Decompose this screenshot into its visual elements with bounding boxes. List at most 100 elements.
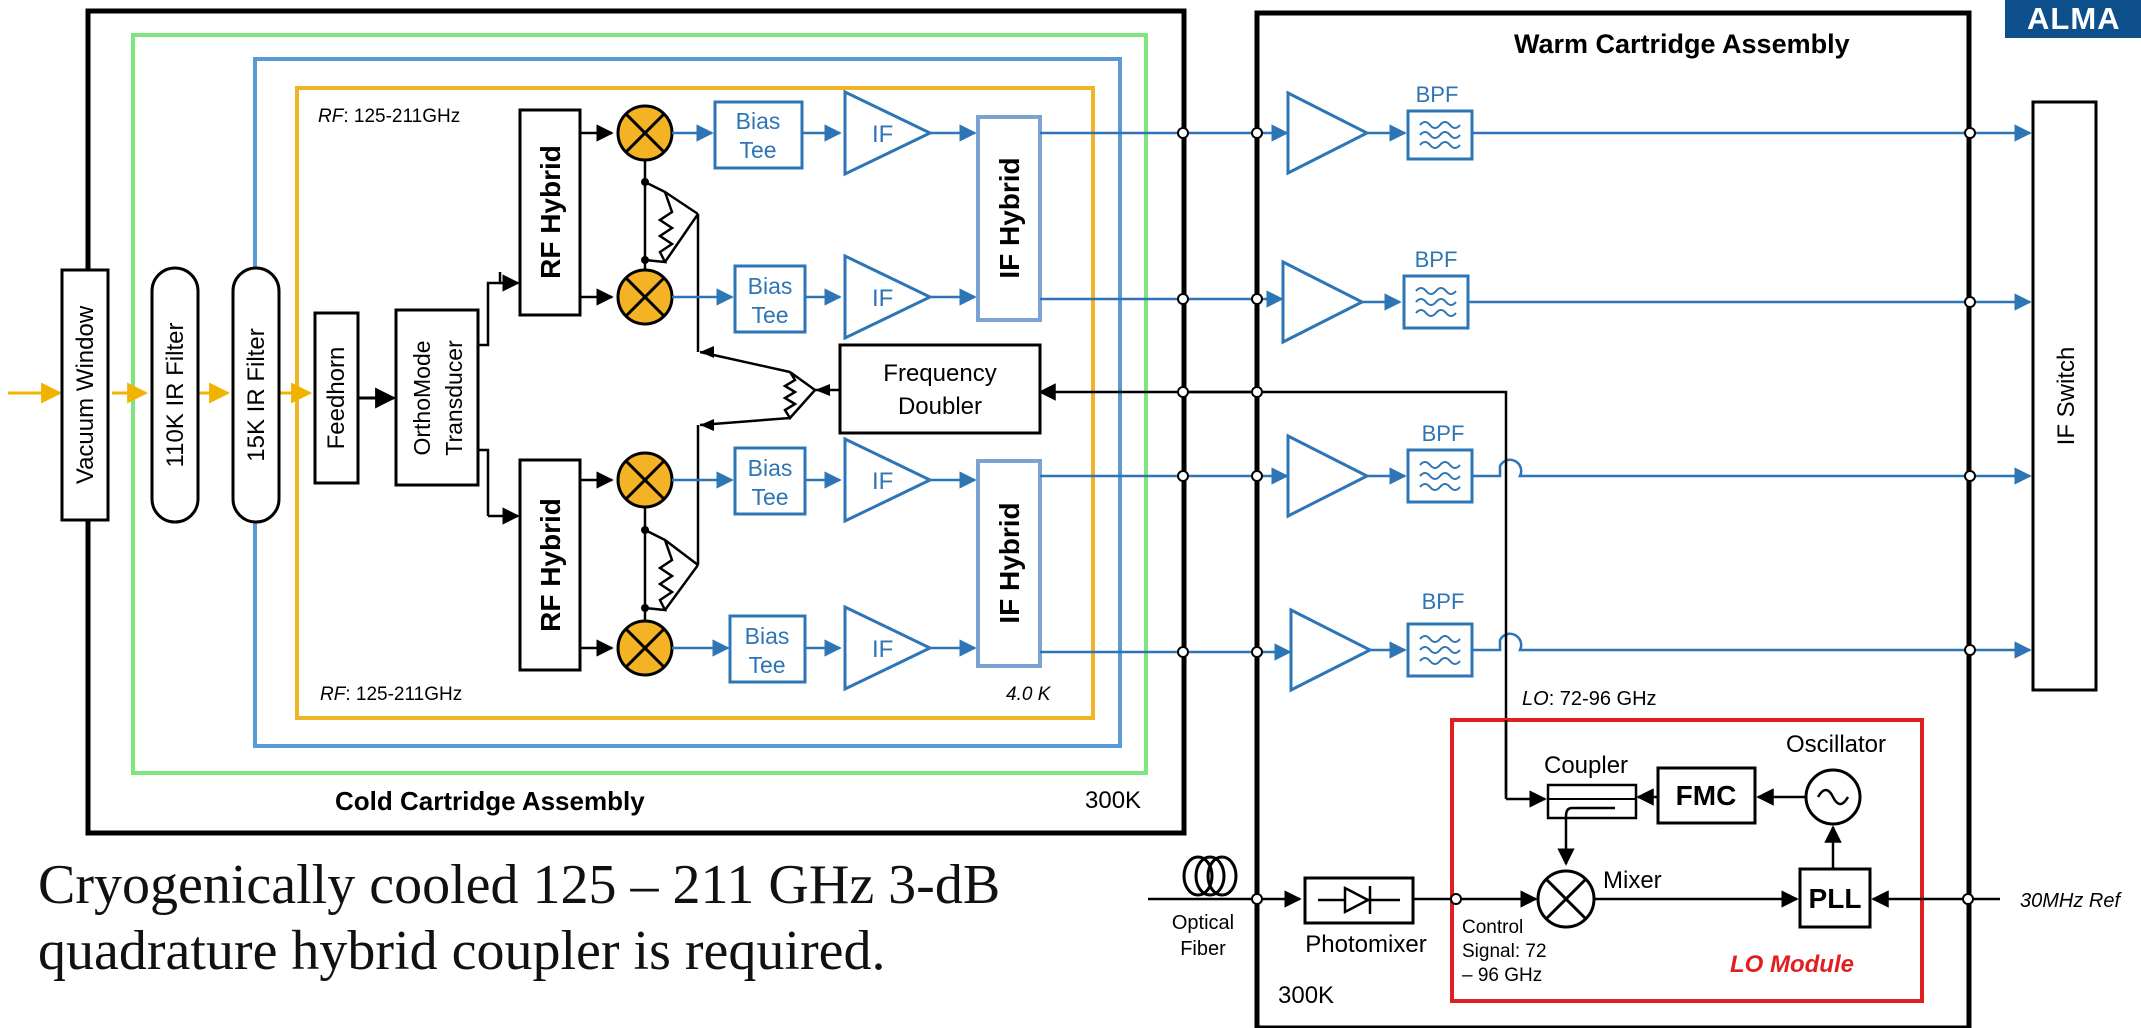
lo-splitter-arrow-top [700, 346, 714, 358]
fmc-box [1656, 766, 1757, 825]
rf-range-top: RF: 125-211GHz [318, 106, 460, 127]
bias-tee-3-label-2: Tee [751, 484, 788, 510]
caption-line-1: Cryogenically cooled 125 – 211 GHz 3-dB [38, 854, 1001, 916]
lo-module-title: LO Module [1730, 951, 1854, 978]
if-output-junctions [1177, 127, 1976, 658]
bpf-2-label: BPF [1415, 247, 1458, 272]
bias-tee-3-label-1: Bias [748, 455, 793, 481]
if-hybrid-bottom-label: IF Hybrid [994, 502, 1025, 623]
rf-hybrid-top-label: RF Hybrid [535, 145, 566, 279]
bias-tee-1: Bias Tee [713, 100, 804, 170]
bpf-1-label: BPF [1416, 82, 1459, 107]
bias-tee-4-label-2: Tee [748, 652, 785, 678]
lo-feed-junctions [1177, 386, 1263, 398]
mixer-cold-2 [616, 268, 674, 326]
fiber-junction [1251, 893, 1263, 905]
warm-assembly-temp: 300K [1278, 982, 1334, 1009]
if-chain-lines [672, 124, 977, 657]
feedhorn-label: Feedhorn [323, 347, 350, 450]
bpf-2: BPF [1402, 247, 1470, 330]
if-amp-3: IF [843, 436, 934, 524]
cold-assembly-title: Cold Cartridge Assembly [335, 786, 645, 816]
rf-hybrid-bottom [518, 458, 582, 672]
bias-tee-1-label-1: Bias [736, 108, 781, 134]
warm-assembly-title: Warm Cartridge Assembly [1514, 29, 1850, 59]
omt [394, 308, 480, 487]
ir-filter-110k [150, 266, 200, 524]
warm-amp-3 [1286, 433, 1371, 519]
warm-amp-1 [1286, 90, 1371, 176]
mixer-cold-3 [616, 451, 674, 509]
stage-110k-border [131, 33, 1148, 775]
warm-assembly-frame [1254, 10, 1972, 1028]
control-signal-label-2: Signal: 72 [1462, 941, 1547, 962]
ir-filter-110k-label: 110K IR Filter [162, 323, 189, 468]
if-amp-2-label: IF [872, 285, 893, 312]
pll-label: PLL [1809, 883, 1862, 914]
mixer-cold-1 [616, 104, 674, 162]
photomixer-label: Photomixer [1305, 931, 1426, 958]
bias-tee-2-label-2: Tee [751, 302, 788, 328]
lo-distribution-cold [643, 156, 840, 625]
vacuum-window-label: Vacuum Window [72, 305, 99, 484]
ref-label: 30MHz Ref [2020, 890, 2122, 912]
lo-mixer-symbol [1536, 869, 1596, 929]
if-switch-label: IF Switch [2053, 347, 2080, 446]
if-amp-1: IF [843, 89, 934, 177]
frequency-doubler-label-1: Frequency [883, 360, 996, 387]
ref-junction [1962, 893, 1974, 905]
fmc-label: FMC [1676, 780, 1737, 811]
omt-label-2: Transducer [441, 340, 467, 456]
if-output-lines [1040, 124, 2032, 661]
lo-module-frame [1450, 718, 1924, 1003]
if-amp-1-label: IF [872, 121, 893, 148]
if-hybrid-top [976, 115, 1042, 322]
photomixer-junction [1450, 893, 1462, 905]
lo-range-label: LO: 72-96 GHz [1522, 688, 1657, 710]
pll-box [1798, 867, 1872, 929]
ir-filter-15k-label: 15K IR Filter [243, 328, 270, 461]
coupler-box [1546, 783, 1638, 820]
if-switch [2031, 100, 2098, 692]
if-amp-4: IF [843, 604, 934, 692]
bias-tee-2: Bias Tee [733, 264, 807, 334]
if-amp-2: IF [843, 253, 934, 341]
caption: Cryogenically cooled 125 – 211 GHz 3-dB … [38, 852, 1000, 984]
bias-tee-2-label-1: Bias [748, 273, 793, 299]
lo-splitter-arrow-doubler [815, 384, 830, 396]
if-hybrid-bottom [976, 459, 1042, 668]
warm-amp-2 [1281, 259, 1366, 345]
bias-tee-1-label-2: Tee [739, 137, 776, 163]
bpf-1: BPF [1406, 82, 1474, 161]
if-amp-3-label: IF [872, 468, 893, 495]
optical-fiber-label-2: Fiber [1180, 938, 1226, 960]
cold-assembly-temp: 300K [1085, 787, 1141, 814]
alma-logo: ALMA [2005, 0, 2141, 38]
ir-filter-15k [231, 266, 281, 524]
bias-tee-3: Bias Tee [733, 446, 807, 516]
control-signal-label-1: Control [1462, 917, 1523, 938]
optical-fiber-icon [1182, 855, 1238, 897]
bias-tee-4: Bias Tee [728, 614, 807, 684]
mixer-lo-label: Mixer [1603, 867, 1662, 894]
bpf-3: BPF [1406, 421, 1474, 504]
oscillator-wave-icon [1816, 788, 1850, 806]
stage-temp-label: 4.0 K [1006, 684, 1052, 705]
feedhorn [313, 311, 360, 485]
omt-label-1: OrthoMode [409, 340, 435, 455]
omt-branches [478, 272, 520, 525]
frequency-doubler-label-2: Doubler [898, 393, 982, 420]
bpf-4-label: BPF [1422, 589, 1465, 614]
bias-tee-4-label-1: Bias [745, 623, 790, 649]
control-signal-label-3: – 96 GHz [1462, 965, 1542, 986]
bpf-3-label: BPF [1422, 421, 1465, 446]
photodiode-icon [1318, 885, 1400, 915]
if-hybrid-top-label: IF Hybrid [994, 157, 1025, 278]
caption-line-2: quadrature hybrid coupler is required. [38, 920, 886, 982]
lo-junction-dots [641, 178, 649, 612]
vacuum-window [60, 268, 110, 522]
if-amp-4-label: IF [872, 636, 893, 663]
lo-splitter-arrow-bottom [700, 419, 714, 431]
rf-to-mixer-lines [580, 124, 614, 657]
